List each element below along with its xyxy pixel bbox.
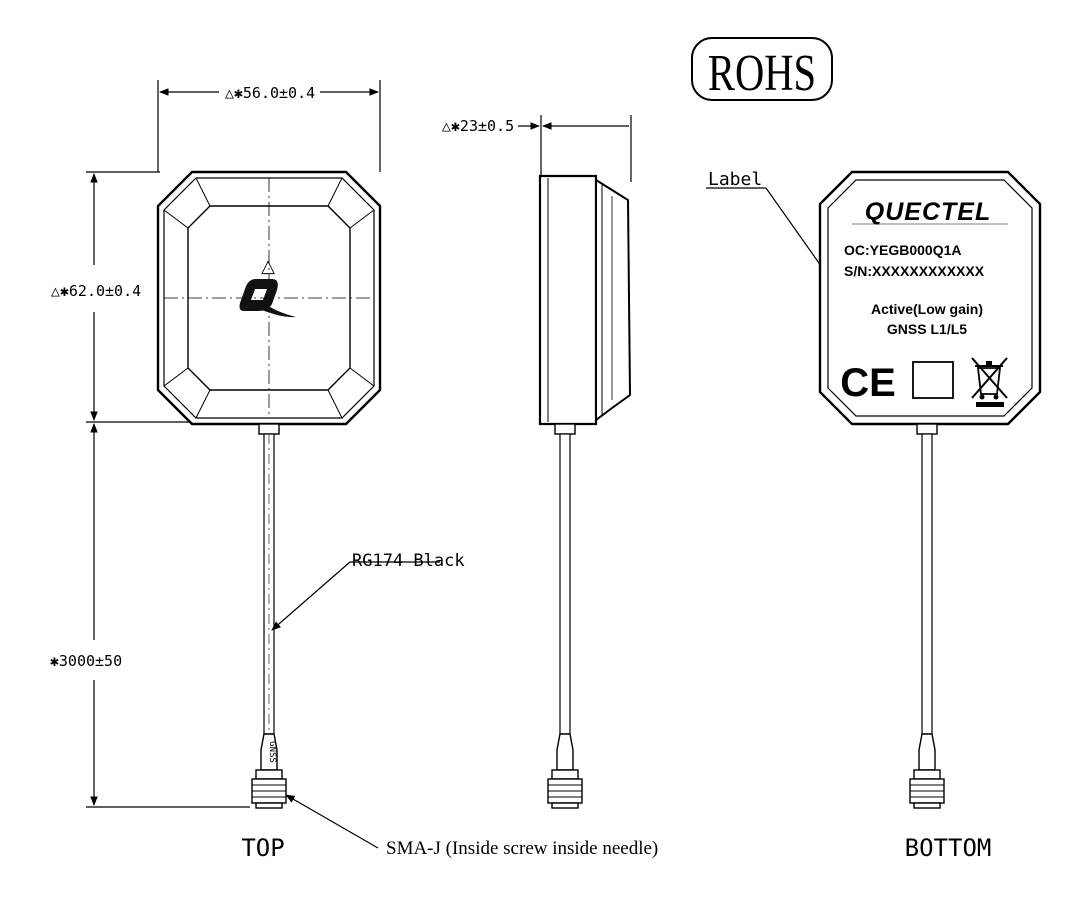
serial-number-text: S/N:XXXXXXXXXXXX <box>844 263 985 279</box>
bottom-view: Label QUECTEL OC:YEGB000Q1A S/N:XXXXXXXX… <box>706 169 1042 862</box>
side-view: △✱23±0.5 <box>442 115 632 809</box>
connector-label: SMA-J (Inside screw inside needle) <box>386 838 658 859</box>
cable-length-dimension: ✱3000±50 <box>50 652 122 670</box>
blank-certification-box <box>912 361 954 399</box>
oc-code-text: OC:YEGB000Q1A <box>844 242 961 258</box>
label-callout: Label <box>708 169 762 190</box>
top-view-caption: TOP <box>241 834 284 862</box>
top-width-dimension: △✱56.0±0.4 <box>225 84 315 102</box>
quectel-logo-icon <box>239 279 296 318</box>
rohs-text: ROHS <box>708 44 816 102</box>
bottom-view-caption: BOTTOM <box>905 834 992 862</box>
top-warning-mark: △ <box>261 256 275 276</box>
top-height-dimension: △✱62.0±0.4 <box>51 282 141 300</box>
gnss-band-text: GNSS L1/L5 <box>887 321 967 337</box>
ce-mark-icon: CE <box>840 361 896 405</box>
quectel-brand-text: QUECTEL <box>865 198 991 226</box>
top-view: △✱56.0±0.4 △✱62.0±0.4 ✱3000±50 △ <box>50 80 465 862</box>
antenna-type-text: Active(Low gain) <box>871 301 983 317</box>
side-thickness-dimension: △✱23±0.5 <box>442 117 514 135</box>
rohs-badge: ROHS <box>691 37 833 102</box>
cable-type-label: RG174 Black <box>352 551 465 571</box>
gnss-sleeve-label: GNSS <box>267 741 277 763</box>
weee-bin-icon <box>971 357 1008 407</box>
connector-callout: SMA-J (Inside screw inside needle) <box>285 794 658 859</box>
